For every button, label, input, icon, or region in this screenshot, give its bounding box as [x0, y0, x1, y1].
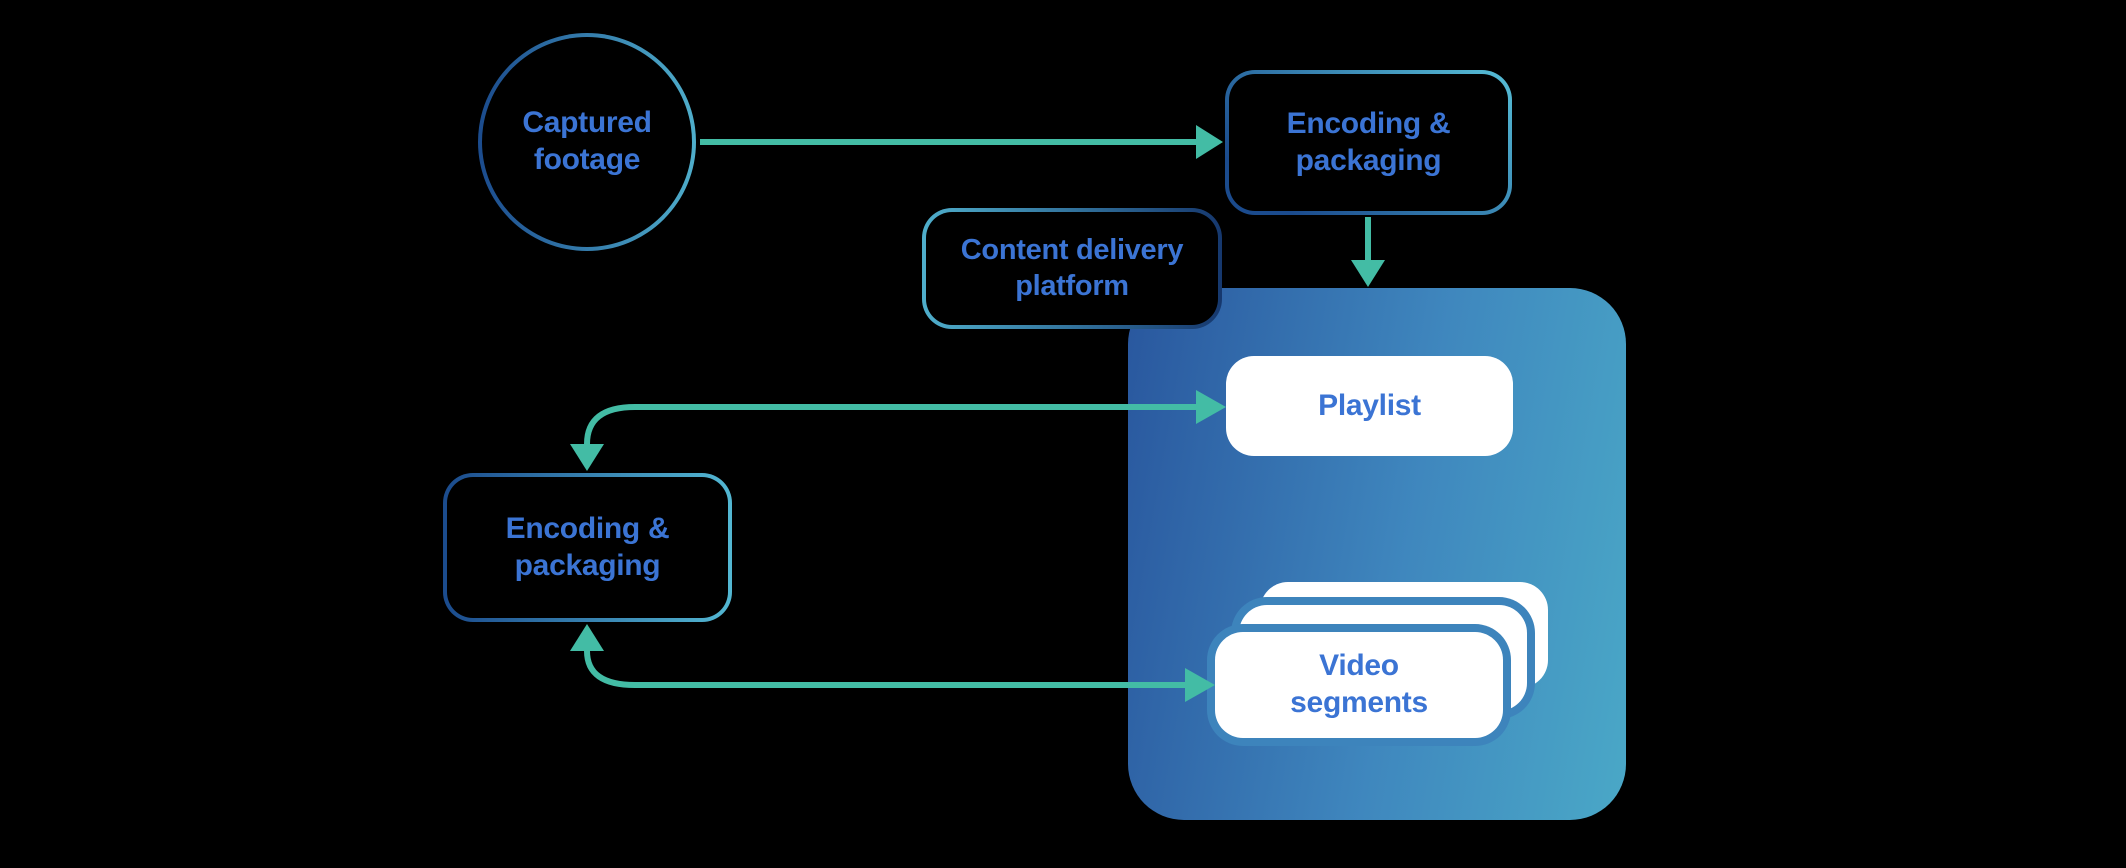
- playlist-label: Playlist: [1318, 388, 1421, 422]
- arrow-captured-to-encoding: [700, 125, 1223, 159]
- encoding-packaging-top-fill: Encoding & packaging: [1229, 74, 1508, 211]
- playlist-node: Playlist: [1226, 356, 1513, 456]
- content-delivery-platform-label-fill: Content delivery platform: [926, 212, 1218, 325]
- encoding-packaging-left-label: Encoding & packaging: [505, 511, 670, 582]
- content-delivery-platform-label-box: Content delivery platform: [922, 208, 1222, 329]
- captured-footage-node-fill: Captured footage: [482, 37, 692, 247]
- video-segments-node: Video segments: [1215, 632, 1503, 738]
- video-segments-label: Video segments: [1290, 649, 1428, 719]
- encoding-packaging-left-fill: Encoding & packaging: [447, 477, 728, 618]
- arrow-encoding-to-platform: [1351, 217, 1385, 287]
- encoding-packaging-top-label: Encoding & packaging: [1286, 106, 1451, 177]
- content-delivery-platform-label: Content delivery platform: [960, 234, 1184, 302]
- captured-footage-label: Captured footage: [522, 106, 652, 176]
- encoding-packaging-top-node: Encoding & packaging: [1225, 70, 1512, 215]
- encoding-packaging-left-node: Encoding & packaging: [443, 473, 732, 622]
- captured-footage-node: Captured footage: [478, 33, 696, 251]
- arrow-encoding-video-segments: [570, 624, 1215, 702]
